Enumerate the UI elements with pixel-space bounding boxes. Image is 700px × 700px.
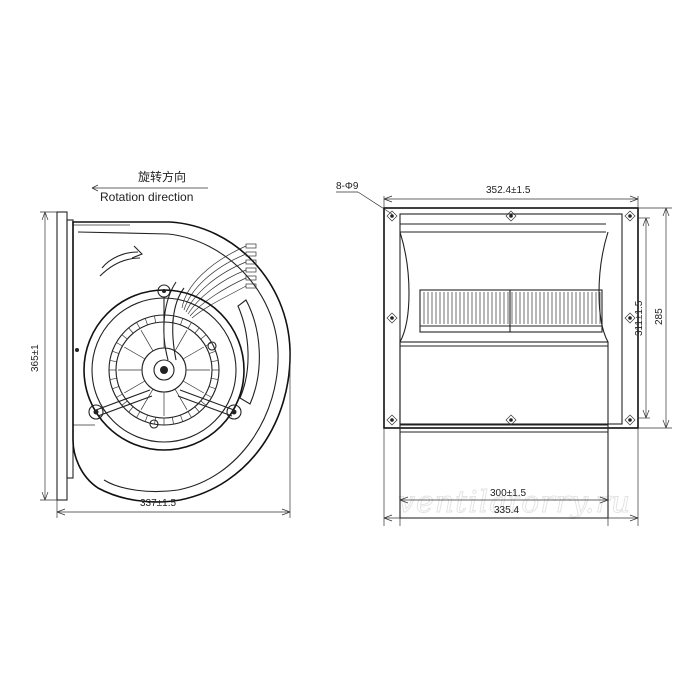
mounting-hole [624,312,636,324]
scroll-housing [72,221,291,503]
rotation-label-cn: 旋转方向 [138,169,186,184]
side-inner-width-label: 300±1.5 [490,488,527,499]
side-height-dimensions: 311±1.5 285 [634,207,672,429]
mounting-hole [505,414,517,426]
fan-wheel [83,289,245,451]
mounting-hole [505,210,517,222]
mounting-holes [386,210,636,426]
mounting-hole [624,210,636,222]
mounting-hole [386,414,398,426]
side-impeller [419,289,603,333]
side-outer-height-label: 285 [654,308,665,325]
rotation-direction-label: 旋转方向 Rotation direction [91,169,208,204]
rotation-label-en: Rotation direction [100,190,193,204]
watermark: ventilatorry.ru [398,485,631,520]
side-inner-height-label: 311±1.5 [634,300,645,336]
mounting-hole [386,210,398,222]
motor-bracket [75,284,242,429]
hole-callout: 8-Φ9 [336,181,393,215]
front-width-label: 337±1.5 [140,498,177,509]
side-bottom-width-dimensions: 300±1.5 335.4 [383,428,639,526]
mounting-hole [386,312,398,324]
front-width-dimension: 337±1.5 [56,350,291,518]
front-height-label: 365±1 [30,344,41,372]
rotation-arrow-icon [91,184,99,192]
front-height-dimension: 365±1 [30,211,57,501]
side-top-width-label: 352.4±1.5 [486,185,531,196]
mounting-hole [624,414,636,426]
side-view: 8-Φ9 352.4±1.5 311±1.5 285 [336,181,672,526]
front-view: 365±1 337±1.5 [30,211,291,518]
left-flange [56,211,68,501]
side-flange [383,207,639,429]
hole-dim-label: 8-Φ9 [336,181,359,192]
side-top-width-dimension: 352.4±1.5 [383,185,639,208]
side-outer-width-label: 335.4 [494,505,519,516]
